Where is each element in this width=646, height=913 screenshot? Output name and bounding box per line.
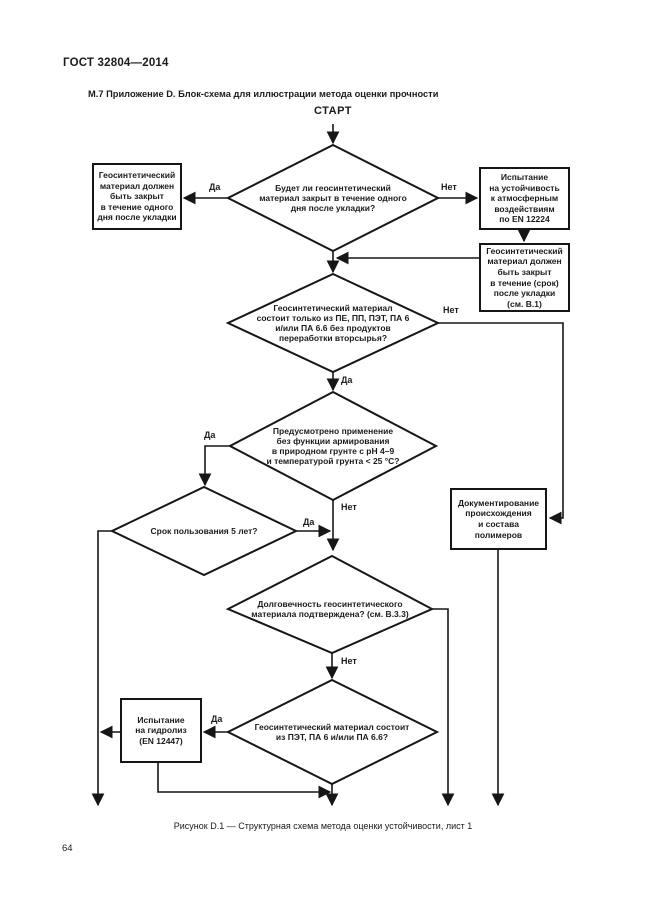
branch-label-d6-yes: Да: [211, 714, 223, 724]
decision-d6-text: Геосинтетический материал состоит из ПЭТ…: [254, 721, 410, 742]
decision-diamond-d3: [227, 390, 439, 502]
branch-label-d2-no: Нет: [443, 305, 459, 315]
decision-d1-text: Будет ли геосинтетический материал закры…: [259, 182, 407, 214]
decision-d4-text: Срок пользования 5 лет?: [150, 525, 258, 536]
branch-label-d4-yes: Да: [303, 517, 315, 527]
branch-label-d1-no: Нет: [441, 182, 457, 192]
process-box-cover-term: Геосинтетический материал должен быть за…: [479, 243, 570, 312]
page-number: 64: [62, 843, 73, 854]
process-box-weathering-test: Испытание на устойчивость к атмосферным …: [479, 167, 570, 230]
decision-diamond-d4: [109, 485, 299, 577]
connector-d2-no-to-documentation: [438, 322, 564, 525]
section-title: М.7 Приложение D. Блок-схема для иллюстр…: [88, 89, 439, 99]
connector-hydrolysis-bottom: [157, 763, 332, 799]
connector-d4-left-down: [91, 530, 112, 807]
decision-diamond-d6: [225, 678, 440, 786]
decision-d2-text: Геосинтетический материал состоит только…: [256, 302, 410, 344]
connector-d3-yes-to-d4: [198, 445, 230, 487]
decision-diamond-d1: [225, 143, 441, 253]
branch-label-d3-no: Нет: [341, 502, 357, 512]
branch-label-d1-yes: Да: [209, 182, 221, 192]
decision-shapes: [109, 143, 441, 786]
decision-d3-text: Предусмотрено применение без функции арм…: [266, 425, 400, 467]
branch-label-d5-no: Нет: [341, 656, 357, 666]
decision-d5-text: Долговечность геосинтетического материал…: [251, 598, 409, 619]
figure-caption: Рисунок D.1 — Структурная схема метода о…: [173, 821, 473, 831]
decision-diamond-d5: [225, 554, 435, 655]
branch-label-d3-yes: Да: [204, 430, 216, 440]
process-box-documentation: Документирование происхождения и состава…: [450, 488, 547, 550]
process-box-cover-one-day: Геосинтетический материал должен быть за…: [92, 163, 182, 230]
flow-connectors: [91, 124, 564, 807]
connector-d5-right-down: [432, 608, 455, 807]
process-box-hydrolysis-test: Испытание на гидролиз (EN 12447): [120, 698, 202, 763]
flowchart-start-label: СТАРТ: [313, 105, 353, 117]
branch-label-d2-yes: Да: [341, 375, 353, 385]
document-number: ГОСТ 32804—2014: [63, 57, 169, 69]
decision-diamond-d2: [225, 272, 441, 374]
